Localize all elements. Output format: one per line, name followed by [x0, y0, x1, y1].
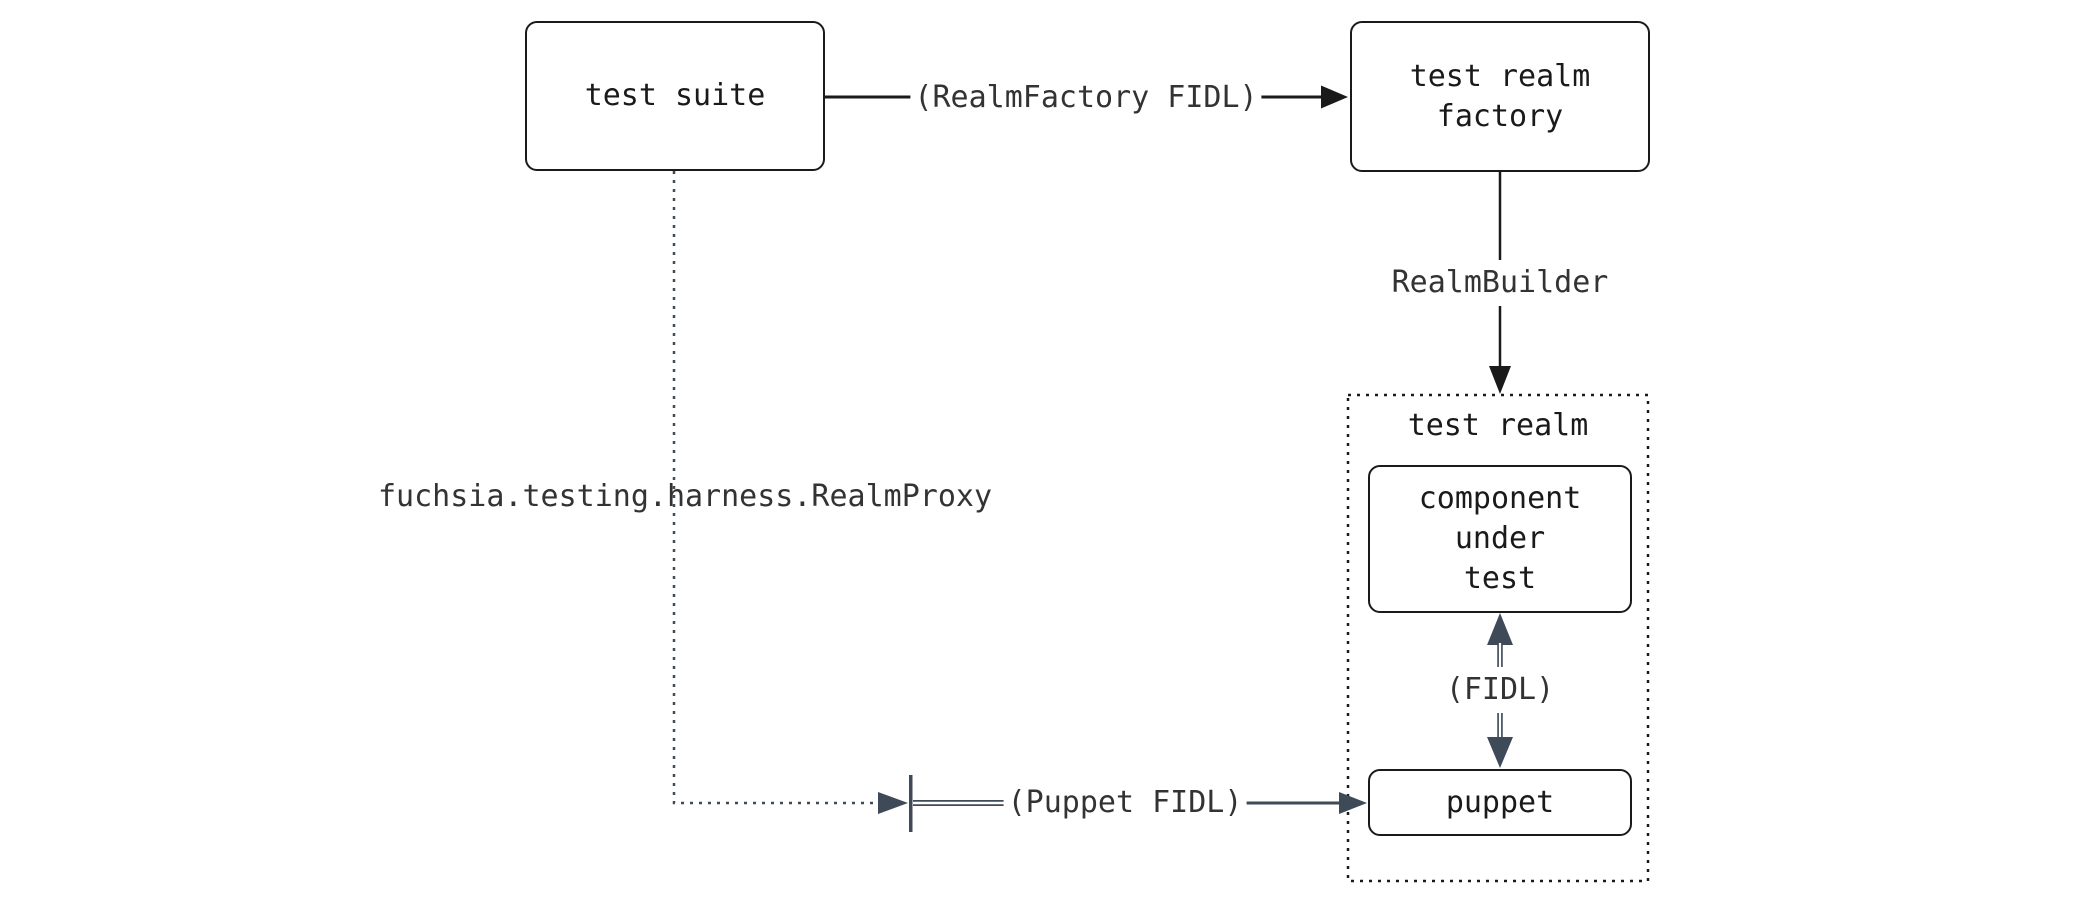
test-realm-container-label: test realm	[1407, 408, 1589, 443]
arrowhead-right-icon	[1321, 85, 1348, 109]
node-puppet: puppet	[1368, 769, 1632, 836]
edge-label-realm-factory-fidl: (RealmFactory FIDL)	[910, 78, 1262, 118]
node-test-realm-factory-label-line1: test realm	[1409, 58, 1591, 94]
edge-realm-proxy-dotted-line	[672, 171, 878, 805]
edge-label-puppet-fidl: (Puppet FIDL)	[1003, 783, 1247, 823]
node-component-under-test-label-line1: component	[1418, 481, 1582, 516]
arrowhead-right-icon	[1339, 792, 1367, 814]
arrowhead-right-icon	[878, 792, 908, 814]
node-test-suite: test suite	[525, 21, 825, 171]
edge-label-fidl: (FIDL)	[1441, 670, 1559, 710]
test-realm-container-border	[1346, 393, 1650, 883]
arrowhead-down-icon	[1489, 366, 1511, 394]
node-test-realm-factory-label-line2: factory	[1436, 98, 1564, 134]
arrowhead-up-icon	[1487, 613, 1513, 645]
node-puppet-label: puppet	[1445, 784, 1555, 820]
edge-label-realm-proxy: fuchsia.testing.harness.RealmProxy	[377, 479, 993, 514]
edge-label-realm-builder: RealmBuilder	[1387, 263, 1613, 303]
tick-bar	[909, 775, 913, 832]
arrowhead-down-icon	[1487, 737, 1513, 768]
node-test-realm-factory: test realm factory	[1350, 21, 1650, 172]
node-component-under-test-label-line2: under	[1454, 521, 1546, 556]
node-component-under-test: component under test	[1368, 465, 1632, 613]
node-test-suite-label: test suite	[584, 78, 766, 113]
node-component-under-test-label-line3: test	[1463, 561, 1537, 596]
